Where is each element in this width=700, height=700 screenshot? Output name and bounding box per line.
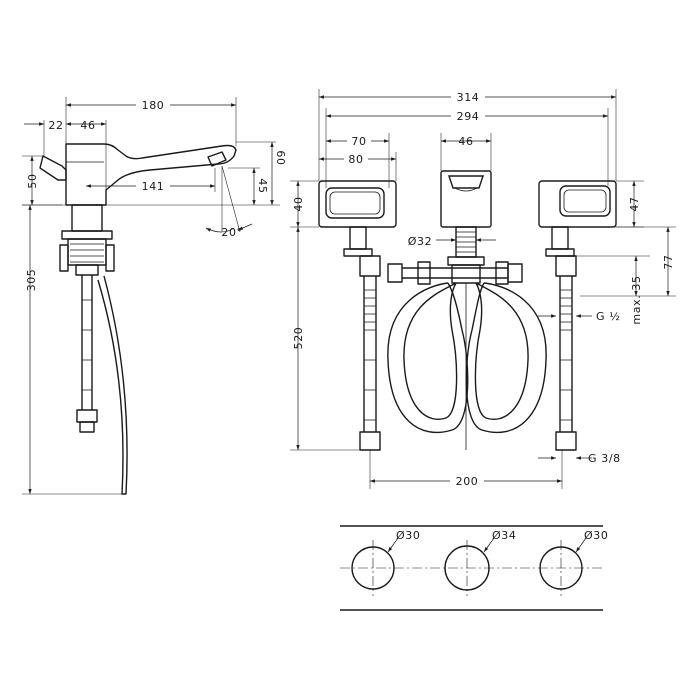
dim-label-max-35: max. 35: [630, 275, 643, 324]
dim-label-200: 200: [456, 475, 479, 488]
dim-total-height: 305: [22, 204, 122, 495]
dim-label-45: 45: [256, 178, 269, 193]
dim-overall-length: 180: [65, 97, 237, 146]
dim-label-46: 46: [80, 119, 95, 132]
dim-label-294: 294: [457, 110, 480, 123]
dim-hole-spacing: 200: [369, 450, 563, 489]
dim-label-g-half: G ½: [596, 310, 620, 323]
dim-spout-width: 46: [440, 133, 492, 171]
dim-shank-diameter: Ø32: [408, 235, 496, 248]
dim-label-40: 40: [292, 196, 305, 211]
dim-thread-connection: G 3/8: [538, 452, 621, 465]
dim-overall-depth: 520: [290, 227, 360, 451]
hole-label-right: Ø30: [584, 529, 608, 542]
dim-label-46-spout: 46: [458, 135, 473, 148]
dim-label-80: 80: [348, 153, 363, 166]
dim-handle-widths: 70 80: [319, 133, 397, 188]
hole-label-left: Ø30: [396, 529, 420, 542]
dim-label-20-degrees: 20°: [221, 226, 242, 239]
dim-label-22: 22: [48, 119, 63, 132]
side-view: 180 22 46 141 50: [22, 97, 287, 495]
dim-shank-length: 77: [568, 226, 676, 297]
side-mounting-hardware: [59, 230, 128, 495]
dim-label-305: 305: [25, 269, 38, 292]
hole-right: Ø30: [539, 529, 608, 596]
hole-pattern: Ø30 Ø34 Ø30: [340, 525, 608, 611]
dim-label-77: 77: [662, 254, 675, 269]
valve-hardware: [359, 255, 577, 451]
dim-handle-height-right: 47: [616, 180, 644, 228]
dim-overall-width: 314: [318, 89, 617, 181]
dim-label-314: 314: [457, 91, 480, 104]
dim-label-70: 70: [351, 135, 366, 148]
dim-label-47: 47: [628, 196, 641, 211]
dim-label-50: 50: [26, 173, 39, 188]
dim-thread-inlet: G ½: [538, 310, 620, 323]
dim-max-thickness: max. 35: [574, 255, 650, 325]
dim-spout-angle: 20°: [205, 165, 253, 239]
dim-label-180: 180: [142, 99, 165, 112]
dim-inner-width: 294: [325, 108, 609, 188]
dim-handle-height-left: 40: [290, 180, 319, 228]
center-spout: [440, 170, 492, 284]
dim-label-diameter-32: Ø32: [408, 235, 432, 248]
hole-label-center: Ø34: [492, 529, 516, 542]
dim-label-g-3-8: G 3/8: [588, 452, 621, 465]
dim-label-141: 141: [142, 180, 165, 193]
right-handle: [538, 180, 617, 257]
left-handle: [318, 180, 397, 257]
dim-base-offsets: 22 46: [24, 119, 107, 190]
dim-spout-reach: 141: [86, 168, 216, 193]
dim-spout-heights: 60 45: [106, 141, 287, 206]
hole-left: Ø30: [351, 529, 420, 596]
hole-center: Ø34: [444, 529, 516, 596]
dim-label-60: 60: [274, 150, 287, 165]
front-view: 314 294 70 80 46: [290, 89, 676, 489]
dim-label-520: 520: [292, 327, 305, 350]
flexible-hoses: [387, 282, 547, 434]
